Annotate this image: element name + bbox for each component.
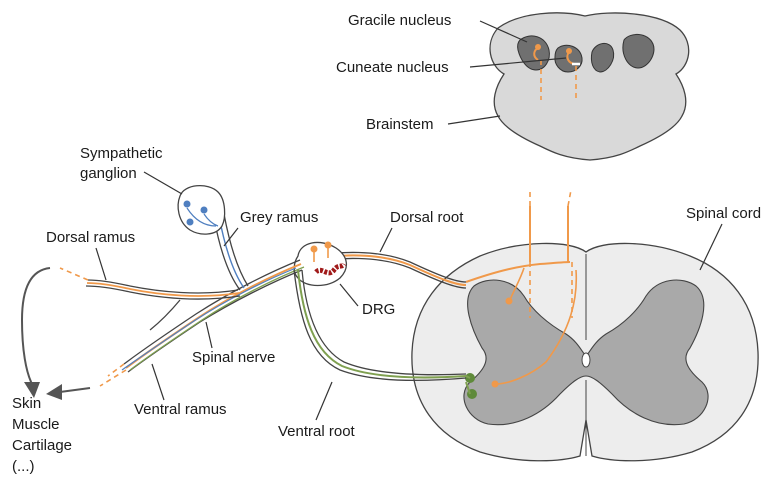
label-gracile-nucleus: Gracile nucleus — [348, 12, 451, 29]
label-dorsal-root: Dorsal root — [390, 209, 464, 226]
label-drg: DRG — [362, 301, 395, 318]
label-sympathetic-ganglion-1: Sympathetic — [80, 145, 163, 162]
target-cartilage: Cartilage — [12, 437, 72, 454]
sympathetic-neuron-1 — [184, 201, 191, 208]
arrow-dorsal-target — [22, 268, 50, 384]
drg-ganglion — [294, 242, 346, 285]
dorsal-horn-terminal — [506, 298, 513, 305]
drg-neuron-2 — [325, 242, 332, 249]
label-spinal-nerve: Spinal nerve — [192, 349, 275, 366]
label-ventral-root: Ventral root — [278, 423, 356, 440]
label-dorsal-ramus: Dorsal ramus — [46, 229, 135, 246]
central-canal — [582, 353, 590, 367]
spinal-cord-white-matter — [412, 243, 758, 460]
label-spinal-cord: Spinal cord — [686, 205, 761, 222]
label-sympathetic-ganglion-2: ganglion — [80, 165, 137, 182]
target-other: (...) — [12, 458, 35, 475]
label-ventral-ramus: Ventral ramus — [134, 401, 227, 418]
brainstem-outline — [490, 13, 689, 160]
motor-neuron-terminal — [492, 381, 499, 388]
spinal-cord-section — [412, 190, 758, 461]
arrow-ventral-target — [60, 388, 90, 392]
gracile-terminal — [535, 44, 541, 50]
label-cuneate-nucleus: Cuneate nucleus — [336, 59, 449, 76]
label-brainstem: Brainstem — [366, 116, 434, 133]
sympathetic-neuron-3 — [187, 219, 194, 226]
target-skin: Skin — [12, 395, 41, 412]
cuneate-terminal — [566, 48, 572, 54]
sympathetic-neuron-2 — [201, 207, 208, 214]
target-muscle: Muscle — [12, 416, 60, 433]
label-grey-ramus: Grey ramus — [240, 209, 318, 226]
brainstem-section — [490, 13, 689, 160]
drg-neuron-1 — [311, 246, 318, 253]
